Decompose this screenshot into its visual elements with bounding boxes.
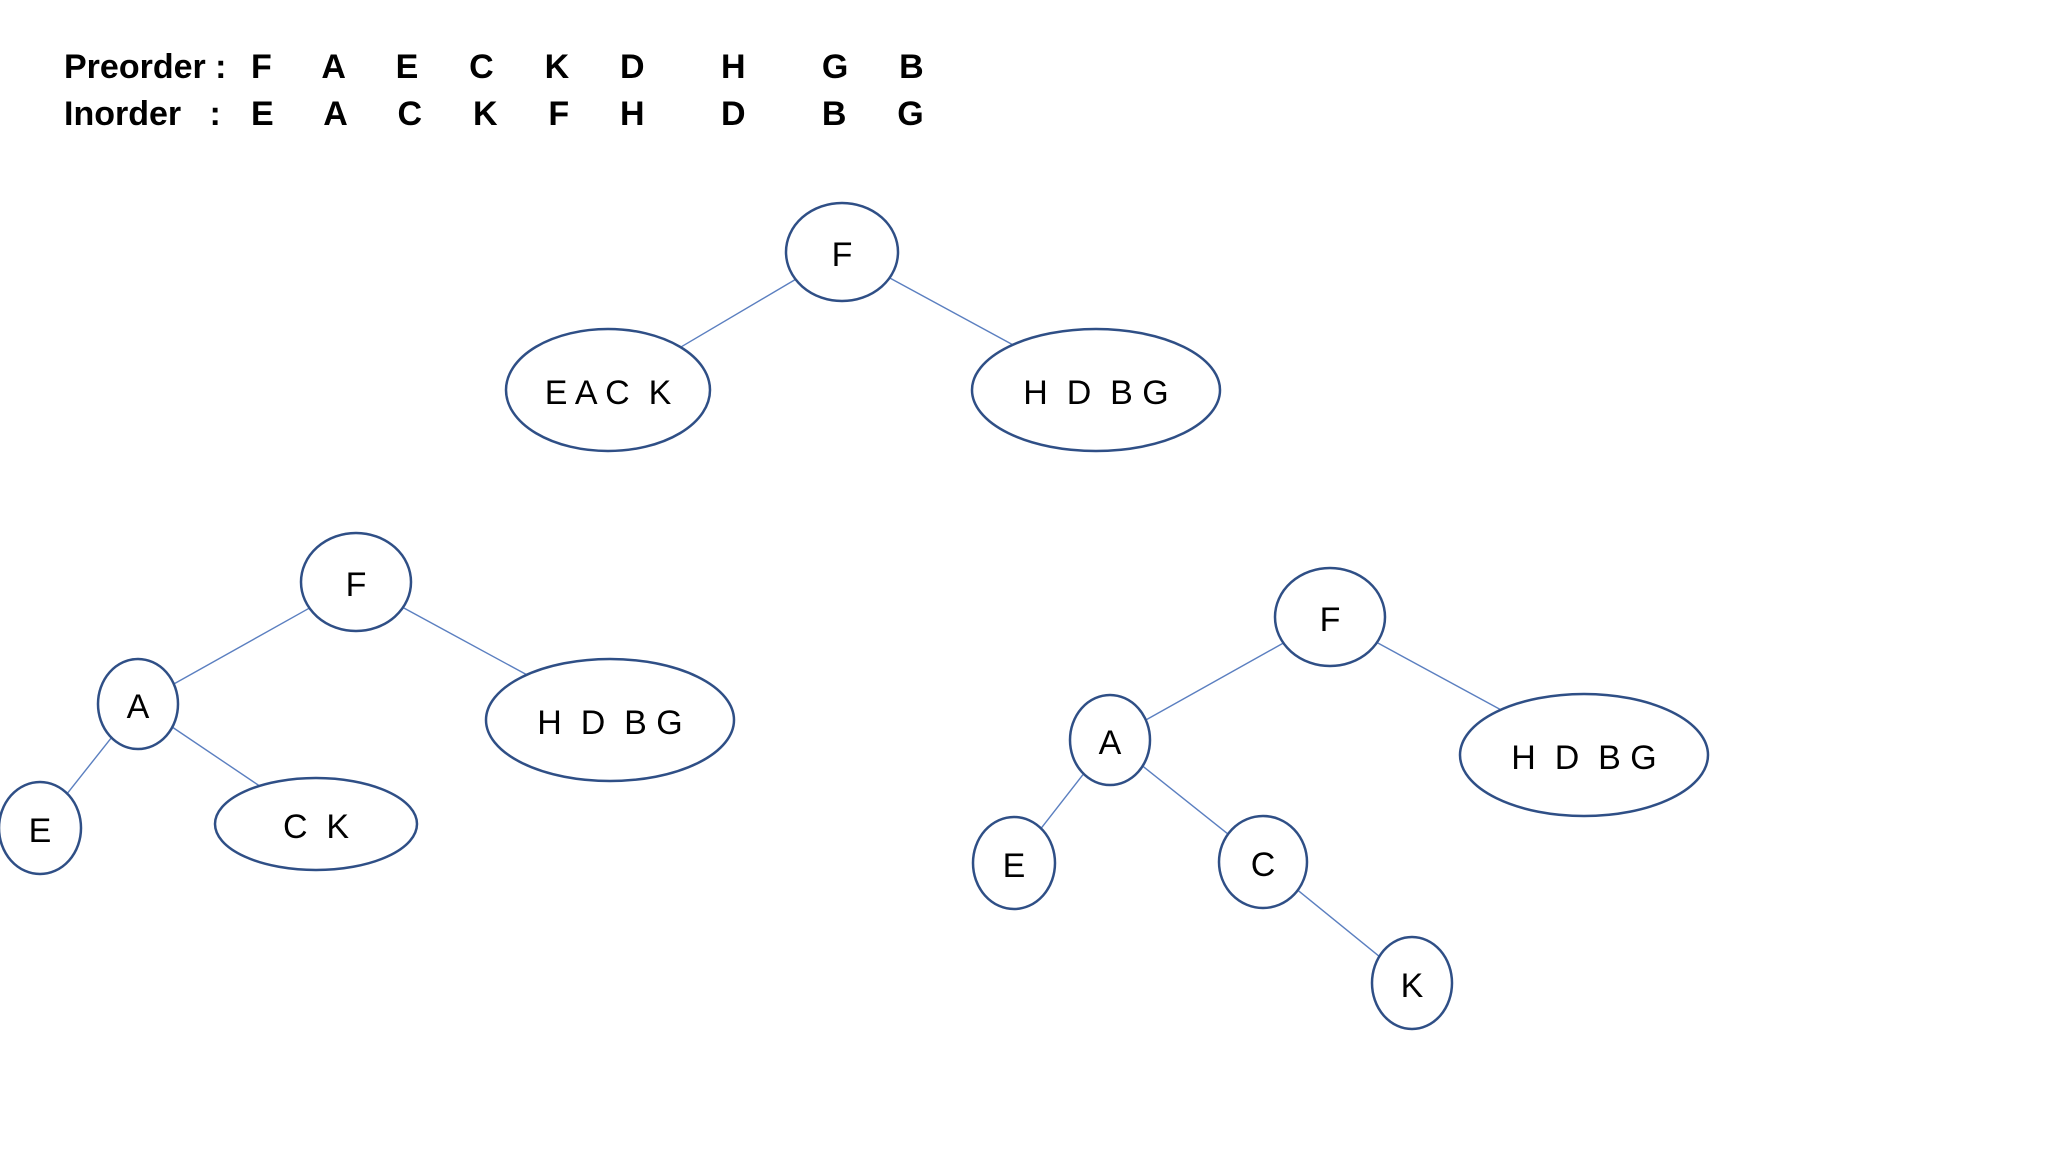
preorder-label: Preorder : — [64, 48, 227, 86]
node-label-t3-C: C — [1251, 846, 1276, 884]
inorder-row: Inorder : E A C K F H D B G — [64, 91, 924, 138]
node-shape-t3-K — [1370, 935, 1454, 1031]
node-label-t3-K: K — [1401, 967, 1424, 1005]
tree-step-2: F A H D B G E C K — [0, 531, 736, 876]
edge-t1-F-t1-right — [889, 277, 1014, 346]
node-t1-left: E A C K — [504, 327, 712, 453]
edge-t1-F-t1-left — [680, 278, 796, 348]
node-shape-t3-right — [1458, 692, 1710, 818]
edge-t2-A-t2-CK — [171, 726, 260, 787]
preorder-row: Preorder : F A E C K D H G B — [64, 44, 924, 91]
node-shape-t1-F — [784, 201, 900, 303]
node-t2-A: A — [96, 657, 180, 751]
tree-step-3: F A H D B G E C K — [971, 566, 1710, 1031]
node-shape-t3-E — [971, 815, 1057, 911]
edge-t2-A-t2-E — [66, 737, 112, 795]
edge-t2-F-t2-right — [402, 606, 528, 676]
edge-t3-A-t3-E — [1040, 773, 1085, 829]
node-shape-t1-right — [970, 327, 1222, 453]
node-shape-t2-A — [96, 657, 180, 751]
preorder-sequence: F A E C K D H G B — [251, 48, 924, 86]
node-label-t2-right: H D B G — [537, 704, 682, 742]
node-t2-CK: C K — [213, 776, 419, 872]
node-t3-C: C — [1217, 814, 1309, 910]
node-t3-A: A — [1068, 693, 1152, 787]
node-label-t2-CK: C K — [283, 808, 349, 846]
node-shape-t3-F — [1273, 566, 1387, 668]
node-t1-right: H D B G — [970, 327, 1222, 453]
node-shape-t3-C — [1217, 814, 1309, 910]
node-shape-t1-left — [504, 327, 712, 453]
edge-t3-F-t3-A — [1145, 642, 1284, 721]
node-label-t2-F: F — [346, 566, 367, 604]
node-t2-right: H D B G — [484, 657, 736, 783]
node-label-t3-A: A — [1099, 724, 1122, 762]
inorder-label: Inorder : — [64, 95, 221, 133]
node-t2-E: E — [0, 780, 83, 876]
node-label-t1-left: E A C K — [545, 374, 672, 412]
node-label-t3-F: F — [1320, 601, 1341, 639]
node-shape-t2-E — [0, 780, 83, 876]
node-label-t2-A: A — [127, 688, 150, 726]
node-t3-K: K — [1370, 935, 1454, 1031]
node-shape-t2-F — [299, 531, 413, 633]
node-t3-right: H D B G — [1458, 692, 1710, 818]
edge-t3-C-t3-K — [1297, 889, 1380, 958]
node-t2-F: F — [299, 531, 413, 633]
node-label-t3-E: E — [1003, 847, 1026, 885]
node-shape-t2-right — [484, 657, 736, 783]
traversal-header: Preorder : F A E C K D H G B Inorder : E… — [64, 44, 924, 138]
edge-t2-F-t2-A — [173, 607, 310, 685]
node-t3-E: E — [971, 815, 1057, 911]
node-shape-t3-A — [1068, 693, 1152, 787]
edge-t3-F-t3-right — [1376, 641, 1502, 711]
node-label-t1-right: H D B G — [1023, 374, 1168, 412]
node-t3-F: F — [1273, 566, 1387, 668]
node-label-t2-E: E — [29, 812, 52, 850]
inorder-sequence: E A C K F H D B G — [251, 95, 924, 133]
node-shape-t2-CK — [213, 776, 419, 872]
node-t1-F: F — [784, 201, 900, 303]
node-label-t3-right: H D B G — [1511, 739, 1656, 777]
tree-step-1: F E A C K H D B G — [504, 201, 1222, 453]
edge-t3-A-t3-C — [1142, 765, 1229, 835]
node-label-t1-F: F — [832, 236, 853, 274]
